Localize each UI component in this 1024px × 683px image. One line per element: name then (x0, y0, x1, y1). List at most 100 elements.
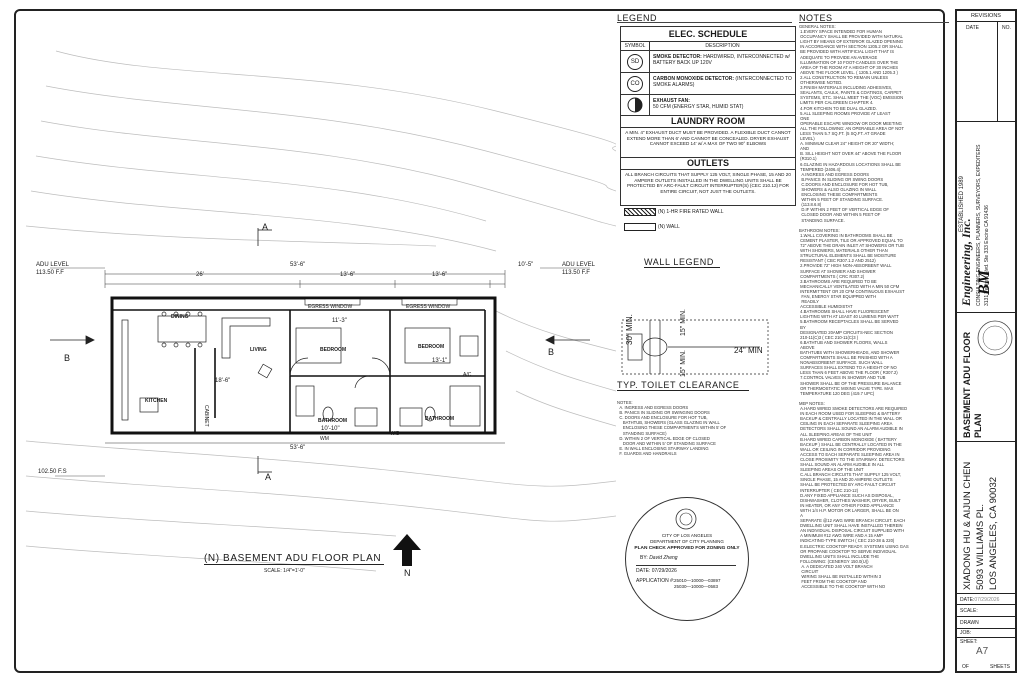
laundry-title: LAUNDRY ROOM (621, 116, 795, 128)
stamp-app-1: 25010—10000—03897 (674, 578, 721, 583)
stamp-approved: PLAN CHECK APPROVED FOR ZONING ONLY (634, 546, 740, 551)
revisions-date-col: DATE (966, 25, 979, 31)
plan-title: (N) BASEMENT ADU FLOOR PLAN (204, 553, 382, 564)
job-label: JOB: (960, 630, 972, 636)
stamp-by-label: BY: (640, 555, 648, 561)
plan-title-underline (204, 564, 384, 565)
stamp-date: 07/29/2026 (651, 568, 677, 574)
adu-level-label-left: ADU LEVEL (36, 262, 70, 268)
fire-rated-wall-label: (N) 1-HR FIRE RATED WALL (658, 209, 724, 215)
sheet-number: A7 (976, 646, 989, 657)
wall-legend-rule (644, 267, 720, 268)
legend-title: LEGEND (617, 13, 658, 23)
adu-level-value-right: 113.50 F.F (562, 270, 590, 276)
dim-overall: 53'-6" (290, 262, 306, 268)
adu-level-label-right: ADU LEVEL (562, 262, 596, 268)
north-arrow-icon (393, 534, 421, 566)
scale-rule (957, 616, 1015, 617)
owner-name: XIADONG HU & AIJUN CHEN (962, 461, 973, 590)
wd-label: W/D (390, 431, 400, 437)
room-label-dining: DINING (171, 314, 189, 320)
title-block (955, 9, 1017, 673)
ac-label: A/C (463, 372, 472, 378)
section-a-bottom: A (265, 472, 272, 482)
electrical-schedule-box: ELEC. SCHEDULE SYMBOL DESCRIPTION SD SMO… (620, 26, 796, 206)
elec-row-fan: EXHAUST FAN:50 CFM (ENERGY STAR, HUMID S… (621, 95, 795, 116)
section-cut-lines (50, 228, 590, 477)
general-notes: GENERAL NOTES: 1.EVERY SPACE INTENDED FO… (799, 24, 909, 590)
wm-label: WM (320, 436, 329, 442)
outlets-text: ALL BRANCH CIRCUITS THAT SUPPLY 125 VOLT… (625, 172, 791, 194)
outlets-title: OUTLETS (621, 158, 795, 170)
floor-plan-drawing (104, 270, 506, 444)
sheet-border (14, 9, 945, 673)
toilet-clearance-diagram (621, 319, 769, 375)
toilet-dim-24: 24" MIN (734, 346, 763, 355)
elec-row-co: CO CARBON MONOXIDE DETECTOR: (INTERCONNE… (621, 73, 795, 95)
elec-col-symbol: SYMBOL (621, 42, 650, 50)
engineer-seal-icon (977, 320, 1013, 356)
stamp-city: CITY OF LOS ANGELES (661, 533, 713, 538)
room-label-bedroom-2: BEDROOM (418, 344, 445, 350)
glazing-notes: NOTES: A. INGRESS AND EGRESS DOORS B. PA… (617, 400, 727, 456)
toilet-clearance-title: TYP. TOILET CLEARANCE (617, 380, 740, 390)
date-rule (957, 604, 1015, 605)
dim-1: 26' (196, 272, 204, 278)
dim-overall-bottom: 53'-6" (290, 445, 306, 451)
sheets-label: SHEETS (990, 664, 1011, 670)
stamp-app-label: APPLICATION #: (636, 578, 675, 584)
fs-level: 102.50 F.S (38, 469, 67, 475)
revisions-title: REVISIONS (971, 13, 1001, 19)
drawn-rule (957, 628, 1015, 629)
dim-7: 18'-6" (215, 378, 231, 384)
firm-top-rule (957, 121, 1015, 122)
section-a-top: A (262, 222, 269, 232)
smoke-detector-text: HARDWIRED, INTERCONNECTED w/ BATTERY BAC… (653, 54, 790, 66)
room-label-kitchen: KITCHEN (145, 398, 168, 404)
wall-label: (N) WALL (658, 224, 680, 230)
north-label: N (404, 568, 411, 578)
legend-title-rule (617, 22, 792, 23)
fire-rated-wall-swatch (624, 208, 656, 216)
exhaust-fan-text: 50 CFM (ENERGY STAR, HUMID STAT) (653, 104, 744, 110)
address-line-2: LOS ANGELES, CA 90032 (988, 476, 999, 590)
revisions-rule (957, 21, 1015, 22)
dim-6: 13'-1" (432, 358, 448, 364)
toilet-dim-30: 30" MIN. (625, 314, 634, 345)
firm-established: ESTABLISHED 1989 (959, 176, 965, 232)
section-b-right: B (548, 347, 555, 357)
laundry-text: A MIN. 4" EXHAUST DUCT MUST BE PROVIDED.… (621, 128, 795, 158)
egress-window-label-1: EGRESS WINDOW (308, 304, 353, 310)
address-line-1: 5093 WILLIAMS PL. (975, 503, 986, 590)
toilet-dim-15-b: 15" MIN. (680, 350, 687, 377)
room-label-living: LIVING (250, 347, 267, 353)
date-value: 07/29/2026 (974, 597, 1000, 603)
sheet-title-rule (957, 441, 1015, 442)
city-seal-icon (675, 508, 697, 530)
co-detector-title: CARBON MONOXIDE DETECTOR: (653, 76, 735, 82)
revisions-divider (997, 21, 998, 121)
dim-5: 11'-3" (332, 318, 347, 324)
egress-window-label-2: EGRESS WINDOW (406, 304, 451, 310)
of-label: OF (962, 664, 969, 670)
elec-schedule-title: ELEC. SCHEDULE (621, 27, 795, 42)
dim-8: 10'-10" (321, 426, 340, 432)
sheet-label: SHEET: (960, 639, 978, 645)
adu-level-value-left: 113.50 F.F (36, 270, 64, 276)
room-label-bathroom-2: BATHROOM (425, 416, 455, 422)
revisions-no-col: NO. (1002, 25, 1011, 31)
smoke-detector-title: SMOKE DETECTOR: (653, 54, 702, 60)
co-detector-icon: CO (627, 76, 643, 92)
exhaust-fan-icon (627, 97, 643, 113)
wall-legend-title: WALL LEGEND (644, 257, 714, 267)
dim-2: 13'-6" (340, 272, 356, 278)
wall-swatch (624, 223, 656, 231)
stamp-by-name: David Zheng (649, 555, 678, 561)
dim-3: 13'-6" (432, 272, 448, 278)
room-label-bedroom-1: BEDROOM (320, 347, 347, 353)
date-label: DATE: (960, 597, 975, 603)
firm-logo-icon: BM (976, 269, 993, 296)
section-b-left: B (64, 353, 71, 363)
sheet-title: BASEMENT ADU FLOOR PLAN (962, 331, 983, 438)
scale-label: SCALE: (960, 608, 978, 614)
